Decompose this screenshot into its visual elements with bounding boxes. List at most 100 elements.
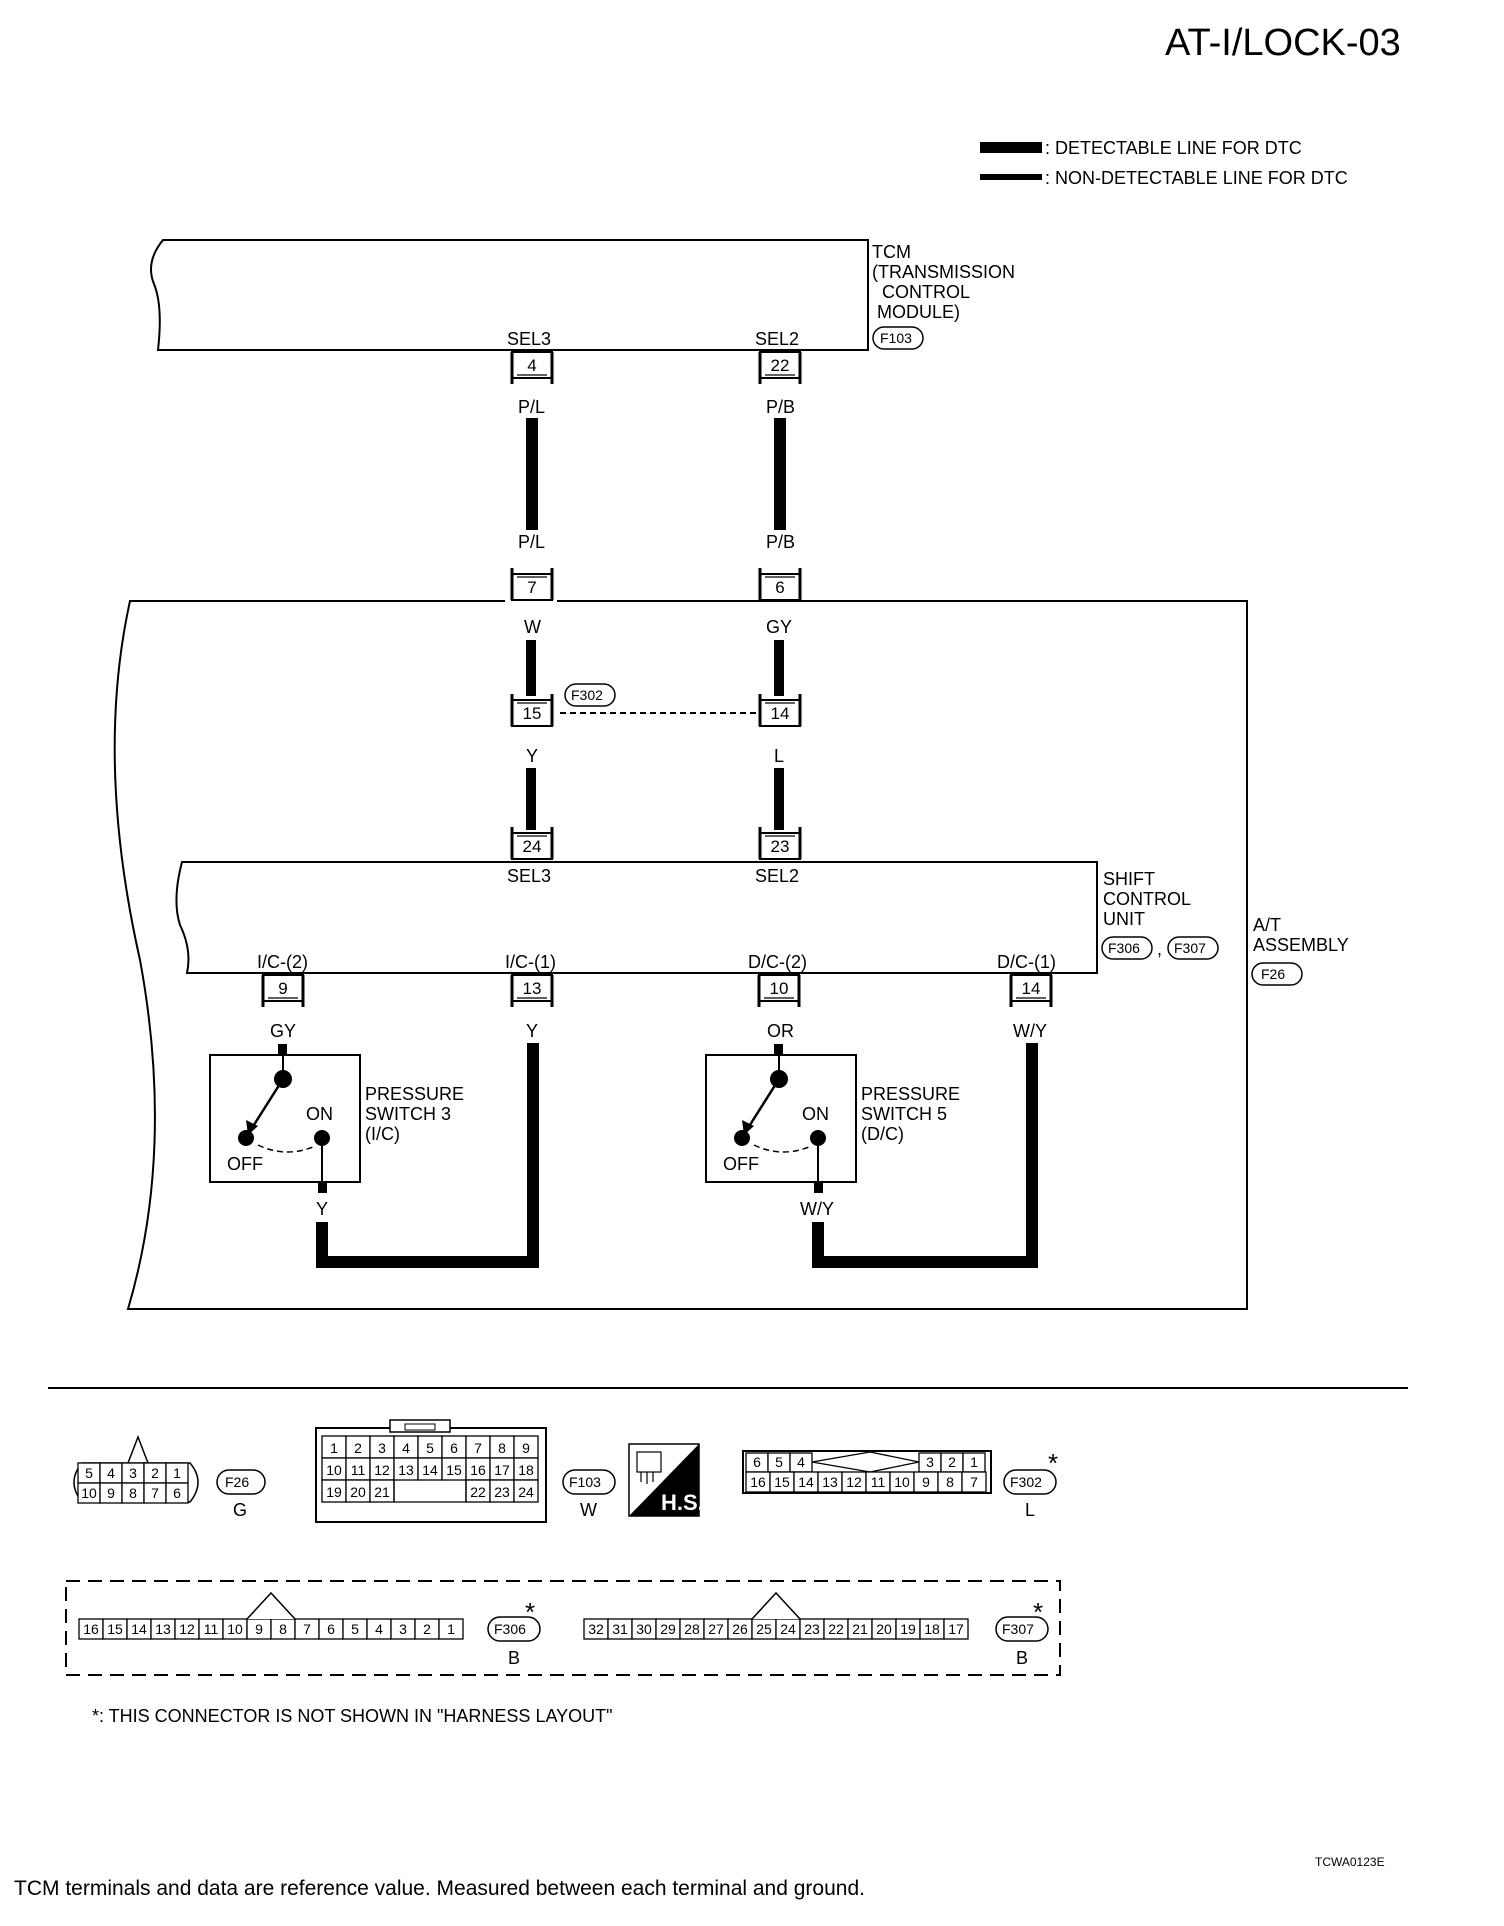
f103-pin-17: 17 — [489, 1457, 515, 1481]
svg-text:9: 9 — [922, 1474, 930, 1490]
svg-text:29: 29 — [660, 1621, 676, 1637]
svg-text:7: 7 — [474, 1440, 482, 1456]
f302-pin-5: 5 — [767, 1452, 791, 1473]
svg-text:1: 1 — [447, 1621, 455, 1637]
f306-connector-view-pin-13: 13 — [150, 1618, 176, 1640]
svg-text:,: , — [1157, 939, 1162, 959]
f26-pin-5: 5 — [77, 1462, 101, 1484]
f103-pin-11: 11 — [345, 1457, 371, 1481]
f307-connector-view-pin-27: 27 — [703, 1618, 729, 1640]
pressure-switch-3-label: PRESSURE SWITCH 3 (I/C) — [365, 1084, 464, 1144]
svg-text:5: 5 — [426, 1440, 434, 1456]
svg-text:A/T: A/T — [1253, 915, 1281, 935]
svg-text:27: 27 — [708, 1621, 724, 1637]
f306-connector-view-pin-16: 16 — [78, 1618, 104, 1640]
f307-connector-view-pin-25: 25 — [751, 1618, 777, 1640]
at-terminal-7: 7 — [510, 568, 554, 601]
f306-connector-view-pin-9: 9 — [246, 1618, 272, 1640]
f302-terminal-15: 15 — [510, 694, 554, 727]
detectable-wires — [526, 418, 786, 830]
f306-connector-view-pin-4: 4 — [366, 1618, 392, 1640]
svg-text:10: 10 — [227, 1621, 243, 1637]
bottom-note: TCM terminals and data are reference val… — [14, 1877, 865, 1900]
svg-text:B: B — [1016, 1648, 1028, 1668]
svg-text:22: 22 — [828, 1621, 844, 1637]
svg-text:SWITCH 3: SWITCH 3 — [365, 1104, 451, 1124]
svg-text:PRESSURE: PRESSURE — [365, 1084, 464, 1104]
scu-dc1: D/C-(1) — [997, 952, 1056, 972]
svg-text:19: 19 — [326, 1484, 342, 1500]
f103-pin-9: 9 — [513, 1435, 539, 1459]
scu-dc2: D/C-(2) — [748, 952, 807, 972]
svg-text:MODULE): MODULE) — [877, 302, 960, 322]
f103-pin-6: 6 — [441, 1435, 467, 1459]
f302-pin-13: 13 — [817, 1471, 843, 1493]
svg-text:28: 28 — [684, 1621, 700, 1637]
legend-detectable-line — [980, 142, 1042, 153]
svg-text:W: W — [580, 1500, 597, 1520]
wire-color-w2-bottom: P/B — [766, 532, 795, 552]
svg-text:3: 3 — [129, 1465, 137, 1481]
wire-color-9: GY — [270, 1021, 296, 1041]
f307-connector-view-pin-23: 23 — [799, 1618, 825, 1640]
legend-detectable-text: : DETECTABLE LINE FOR DTC — [1045, 138, 1302, 158]
f306-connector-view-pin-7: 7 — [294, 1618, 320, 1640]
legend-non-detectable-text: : NON-DETECTABLE LINE FOR DTC — [1045, 168, 1348, 188]
svg-text:9: 9 — [255, 1621, 263, 1637]
tcm-pin-sel2-name: SEL2 — [755, 329, 799, 349]
ps3-off: OFF — [227, 1154, 263, 1174]
f103-pin-13: 13 — [393, 1457, 419, 1481]
svg-text:F307: F307 — [1002, 1621, 1034, 1637]
svg-text:5: 5 — [775, 1454, 783, 1470]
svg-text:17: 17 — [948, 1621, 964, 1637]
scu-terminal-24: 24 — [510, 827, 554, 860]
f26-pin-3: 3 — [121, 1462, 145, 1484]
f302-terminal-14: 14 — [758, 694, 802, 727]
scu-sel3: SEL3 — [507, 866, 551, 886]
svg-text:9: 9 — [107, 1485, 115, 1501]
f307-connector-view-pin-21: 21 — [847, 1618, 873, 1640]
svg-text:CONTROL: CONTROL — [882, 282, 970, 302]
svg-text:23: 23 — [494, 1484, 510, 1500]
at-terminal-7-number: 7 — [527, 578, 536, 597]
svg-text:3: 3 — [378, 1440, 386, 1456]
wire-color-10: OR — [767, 1021, 794, 1041]
svg-text:18: 18 — [924, 1621, 940, 1637]
svg-text:14: 14 — [131, 1621, 147, 1637]
scu-terminal-13-number: 13 — [523, 979, 542, 998]
tcm-terminal-22-number: 22 — [771, 356, 790, 375]
at-assembly-box — [113, 600, 1248, 1310]
f302-pin-9: 9 — [913, 1471, 939, 1493]
pressure-switch-3: ON OFF — [209, 1045, 361, 1183]
shift-control-unit-label: SHIFT CONTROL UNIT F306 , F307 — [1101, 869, 1219, 960]
f302-terminal-15-number: 15 — [523, 704, 542, 723]
svg-text:16: 16 — [750, 1474, 766, 1490]
svg-text:13: 13 — [398, 1462, 414, 1478]
ps5-wire-out: W/Y — [800, 1199, 834, 1219]
scu-terminal-13: 13 — [510, 974, 554, 1007]
f103-pin-24: 24 — [513, 1479, 539, 1503]
f307-connector-view-pin-20: 20 — [871, 1618, 897, 1640]
wire-color-14: W/Y — [1013, 1021, 1047, 1041]
f103-pin-20: 20 — [345, 1479, 371, 1503]
scu-ic2: I/C-(2) — [257, 952, 308, 972]
ps5-off: OFF — [723, 1154, 759, 1174]
svg-text:8: 8 — [946, 1474, 954, 1490]
tcm-pin-sel3-name: SEL3 — [507, 329, 551, 349]
svg-text:11: 11 — [204, 1621, 219, 1637]
f306-connector-view-pin-2: 2 — [414, 1618, 440, 1640]
at-terminal-6-number: 6 — [775, 578, 784, 597]
f26-view-label: F26 G — [216, 1469, 266, 1520]
tcm-label: TCM (TRANSMISSION CONTROL MODULE) F103 — [872, 242, 1015, 350]
svg-text:TCM: TCM — [872, 242, 911, 262]
f302-pin-14: 14 — [793, 1471, 819, 1493]
svg-text:PRESSURE: PRESSURE — [861, 1084, 960, 1104]
svg-text:7: 7 — [151, 1485, 159, 1501]
svg-text:6: 6 — [450, 1440, 458, 1456]
svg-text:9: 9 — [522, 1440, 530, 1456]
svg-text:2: 2 — [948, 1454, 956, 1470]
f307-connector-view-pin-22: 22 — [823, 1618, 849, 1640]
